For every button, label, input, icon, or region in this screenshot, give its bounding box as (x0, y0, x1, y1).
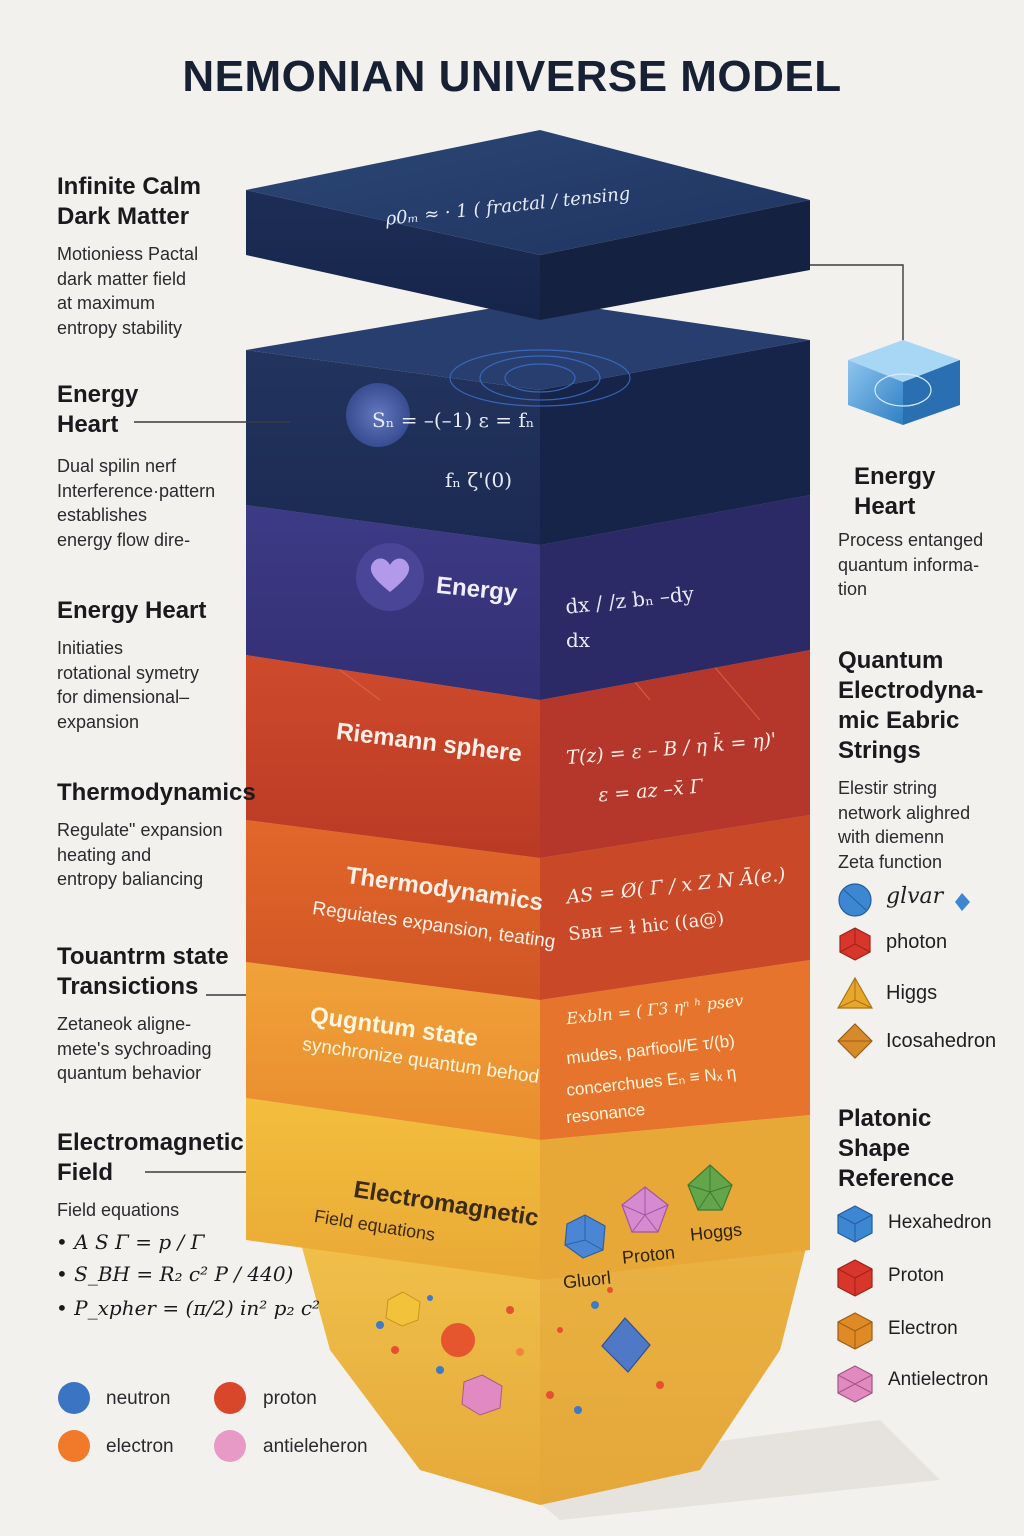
connector-lines (134, 264, 904, 1173)
section-heading: Electromagnetic Field (57, 1129, 244, 1186)
section-description: Initiaties rotational symetry for dimens… (57, 638, 200, 732)
section-description: Motioniess Pactal dark matter field at m… (57, 244, 199, 338)
layer-energy-heart (246, 300, 810, 545)
section-description: Zetaneok aligne- mete's sychroading quan… (57, 1014, 212, 1083)
proton-dot-icon (214, 1382, 246, 1414)
legend-label: antieleheron (263, 1436, 368, 1457)
field-equation-3: • P_xpher = (π/2) in² p₂ c² (56, 1296, 321, 1320)
shape-label-glvar: glvar (886, 884, 944, 909)
energy-heart-formula-2: fₙ ζ'(0) (445, 468, 513, 492)
layer-dark-matter (246, 130, 810, 320)
shape-label-icosahedron: Icosahedron (886, 1030, 997, 1052)
field-equation-2: • S_BH = R₂ c² P / 440) (56, 1262, 294, 1286)
section-description: Process entanged quantum informa- tion (838, 530, 984, 599)
field-equation-1: • Α S Γ = p / Γ (56, 1230, 205, 1254)
platonic-label-hexahedron: Hexahedron (888, 1212, 992, 1233)
energy-heart-formula-1: Sₙ = –(–1) ε = fₙ (372, 408, 535, 432)
section-description: Field equations (57, 1200, 180, 1220)
shape-label-higgs: Higgs (886, 982, 938, 1004)
cone-particles (376, 1287, 664, 1416)
em-shape-higgs-icon (687, 1164, 733, 1211)
energy-heart-orb (346, 383, 410, 447)
section-heading: Energy Heart (854, 463, 936, 520)
platonic-label-electron: Electron (888, 1318, 958, 1339)
cone-base (300, 1240, 808, 1505)
platonic-label-antielectron: Antielectron (888, 1369, 989, 1390)
energy-formula-2: dx (566, 628, 591, 652)
legend-label: neutron (106, 1388, 171, 1409)
section-heading: Quantum Electrodyna- mic Eabric Strings (838, 647, 984, 764)
shape-label-photon: photon (886, 931, 948, 953)
stack-shadow (500, 1420, 940, 1520)
section-heading: Platonic Shape Reference (838, 1105, 955, 1192)
section-heading: Energy Heart (57, 597, 207, 624)
platonic-label-proton: Proton (888, 1265, 944, 1286)
page-title: NEMONIAN UNIVERSE MODEL (182, 52, 842, 101)
antielectron-dot-icon (214, 1430, 246, 1462)
neutron-dot-icon (58, 1382, 90, 1414)
section-heading: Touantrm state Transictions (57, 943, 229, 1000)
heart-icon (356, 543, 424, 611)
section-description: Dual spilin nerf Interference·pattern es… (57, 456, 216, 550)
em-shape-proton-icon (621, 1186, 669, 1233)
section-description: Elestir string network alighred with die… (838, 778, 971, 872)
section-heading: Energy Heart (57, 381, 139, 438)
floating-cube-icon (848, 340, 960, 425)
section-heading: Infinite Calm Dark Matter (57, 173, 202, 230)
section-description: Regulate" expansion heating and entropy … (57, 820, 223, 889)
em-shape-gluon-icon (564, 1214, 606, 1259)
legend-label: proton (263, 1388, 317, 1409)
section-heading: Thermodynamics (57, 779, 256, 806)
electron-dot-icon (58, 1430, 90, 1462)
legend-label: electron (106, 1436, 174, 1457)
